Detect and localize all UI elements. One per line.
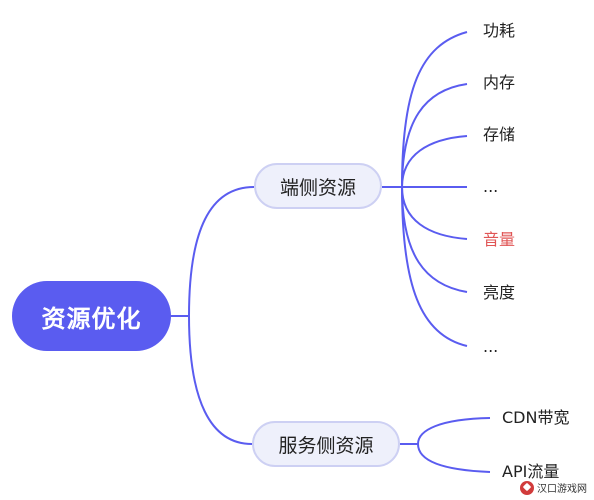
- connector-server-leaf-1: [417, 443, 491, 473]
- connector-client-leaf-0: [382, 31, 468, 188]
- connector-client-leaf-1: [401, 83, 468, 188]
- leaf-brightness[interactable]: 亮度: [483, 283, 516, 302]
- leaf-memory[interactable]: 内存: [483, 73, 516, 92]
- connector-client-leaf-6: [401, 186, 468, 347]
- watermark: 汉口游戏网: [517, 479, 590, 496]
- leaf-cdn-bandwidth[interactable]: CDN带宽: [502, 408, 570, 427]
- connector-client-leaf-5: [401, 186, 468, 293]
- leaf-power[interactable]: 功耗: [483, 21, 516, 40]
- connector-root-client: [171, 186, 255, 317]
- connector-client-leaf-2: [401, 135, 468, 188]
- root-node[interactable]: 资源优化: [12, 281, 171, 351]
- watermark-text: 汉口游戏网: [537, 484, 587, 495]
- leaf-volume[interactable]: 音量: [483, 230, 516, 249]
- leaf-storage[interactable]: 存储: [483, 125, 516, 144]
- connector-client-leaf-4: [401, 186, 468, 240]
- branch-node-server[interactable]: 服务侧资源: [252, 421, 400, 467]
- leaf-more-2[interactable]: ...: [483, 337, 499, 356]
- leaf-api-traffic[interactable]: API流量: [502, 462, 560, 481]
- logo-icon: [520, 480, 534, 495]
- connector-server-leaf-0: [400, 417, 491, 445]
- connector-root-server: [188, 315, 253, 445]
- leaf-more-1[interactable]: ...: [483, 177, 499, 196]
- branch-node-client[interactable]: 端侧资源: [254, 163, 382, 209]
